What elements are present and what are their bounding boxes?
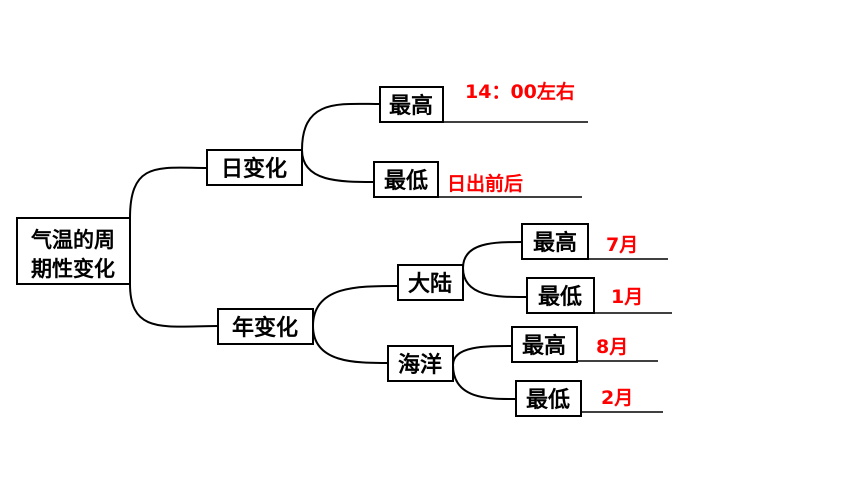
link-annual-ocean bbox=[312, 325, 389, 364]
link-ocean-lowest bbox=[452, 364, 517, 401]
land-highest-label: 最高 bbox=[533, 230, 577, 256]
daily-change-label: 日变化 bbox=[221, 156, 287, 182]
annual-change-label: 年变化 bbox=[232, 315, 298, 341]
daily-highest-node: 最高 bbox=[379, 86, 444, 123]
link-daily-lowest bbox=[301, 149, 375, 183]
ocean-lowest-answer: 2月 bbox=[601, 387, 633, 409]
daily-highest-answer: 14：00左右 bbox=[465, 80, 575, 103]
link-ocean-highest bbox=[452, 345, 513, 366]
land-highest-answer: 7月 bbox=[606, 234, 638, 256]
ocean-lowest-label: 最低 bbox=[526, 388, 570, 413]
land-highest-node: 最高 bbox=[521, 223, 589, 260]
land-lowest-label: 最低 bbox=[538, 285, 582, 310]
daily-change-node: 日变化 bbox=[206, 149, 303, 186]
link-root-annual bbox=[129, 283, 219, 328]
daily-lowest-label: 最低 bbox=[384, 169, 428, 194]
land-lowest-answer: 1月 bbox=[611, 286, 643, 308]
ocean-node: 海洋 bbox=[387, 345, 454, 382]
land-label: 大陆 bbox=[408, 272, 452, 297]
annual-change-node: 年变化 bbox=[217, 308, 314, 345]
ocean-highest-label: 最高 bbox=[522, 333, 566, 359]
land-lowest-node: 最低 bbox=[526, 277, 595, 314]
daily-lowest-answer: 日出前后 bbox=[447, 172, 523, 195]
daily-highest-label: 最高 bbox=[389, 93, 433, 119]
daily-lowest-node: 最低 bbox=[373, 161, 439, 198]
ocean-label: 海洋 bbox=[398, 352, 442, 378]
ocean-lowest-node: 最低 bbox=[515, 380, 582, 417]
ocean-highest-answer: 8月 bbox=[596, 336, 628, 358]
ocean-highest-node: 最高 bbox=[511, 326, 578, 363]
link-annual-land bbox=[312, 284, 399, 327]
root-label-line2: 期性变化 bbox=[31, 257, 115, 281]
land-node: 大陆 bbox=[397, 264, 464, 301]
link-land-lowest bbox=[462, 267, 528, 299]
root-label-line1: 气温的周 bbox=[30, 228, 115, 252]
link-daily-highest bbox=[301, 102, 381, 151]
link-land-highest bbox=[462, 241, 523, 269]
link-root-daily bbox=[129, 166, 208, 219]
root-node: 气温的周 期性变化 bbox=[16, 217, 131, 285]
